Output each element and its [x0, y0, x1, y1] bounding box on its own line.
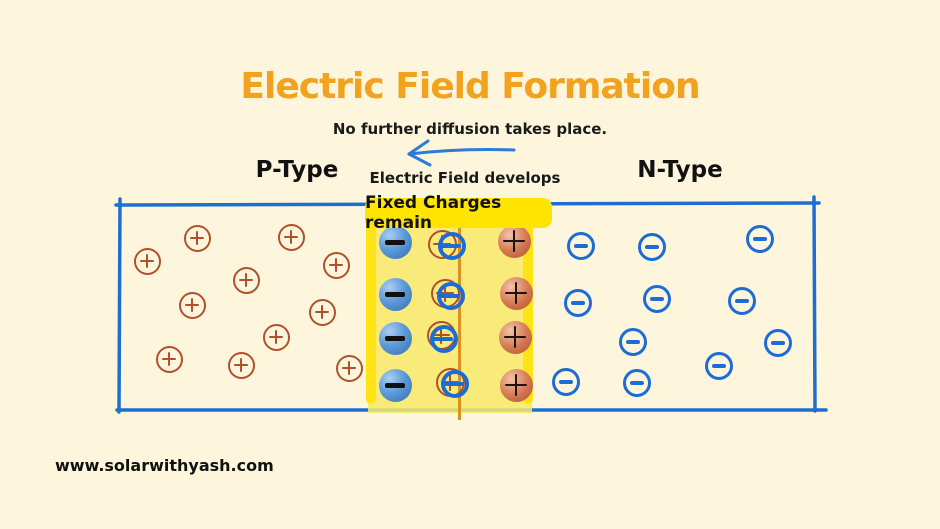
electron-minus-charge: [728, 287, 756, 315]
hole-plus-charge: [262, 323, 290, 351]
diffusion-arrow-icon: [407, 139, 516, 167]
page-title: Electric Field Formation: [240, 66, 700, 107]
hole-plus-charge: [155, 345, 183, 373]
electron-minus-charge: [552, 368, 580, 396]
electron-minus-charge: [619, 328, 647, 356]
hole-plus-charge: [183, 224, 211, 252]
electron-minus-charge: [567, 232, 595, 260]
fixed-negative-ion: [378, 225, 412, 259]
hole-plus-charge: [133, 247, 161, 275]
no-diffusion-note: No further diffusion takes place.: [332, 120, 608, 138]
n-type-label: N-Type: [637, 157, 723, 183]
hole-plus-charge: [335, 354, 363, 382]
fixed-positive-ion: [498, 320, 532, 354]
hole-plus-charge: [178, 291, 206, 319]
electron-minus-charge: [638, 233, 666, 261]
pair-negative-ring: [430, 325, 458, 353]
junction-line: [458, 224, 461, 420]
watermark-url: www.solarwithyash.com: [55, 456, 274, 475]
fixed-negative-ion: [378, 368, 412, 402]
electron-minus-charge: [764, 329, 792, 357]
fixed-negative-ion: [378, 321, 412, 355]
pair-negative-ring: [438, 232, 466, 260]
fixed-charges-badge: Fixed Charges remain: [365, 193, 552, 233]
electron-minus-charge: [564, 289, 592, 317]
depletion-border-left: [366, 206, 376, 404]
fixed-positive-ion: [499, 368, 533, 402]
hole-plus-charge: [322, 251, 350, 279]
pair-negative-ring: [437, 282, 465, 310]
electron-minus-charge: [705, 352, 733, 380]
fixed-negative-ion: [378, 277, 412, 311]
electron-minus-charge: [643, 285, 671, 313]
p-type-label: P-Type: [255, 157, 339, 183]
pair-negative-ring: [441, 370, 469, 398]
fixed-positive-ion: [497, 224, 531, 258]
electric-field-label: Electric Field develops: [369, 169, 561, 187]
electron-minus-charge: [746, 225, 774, 253]
hole-plus-charge: [232, 266, 260, 294]
hole-plus-charge: [277, 223, 305, 251]
fixed-positive-ion: [499, 276, 533, 310]
hole-plus-charge: [227, 351, 255, 379]
hole-plus-charge: [308, 298, 336, 326]
electron-minus-charge: [623, 369, 651, 397]
